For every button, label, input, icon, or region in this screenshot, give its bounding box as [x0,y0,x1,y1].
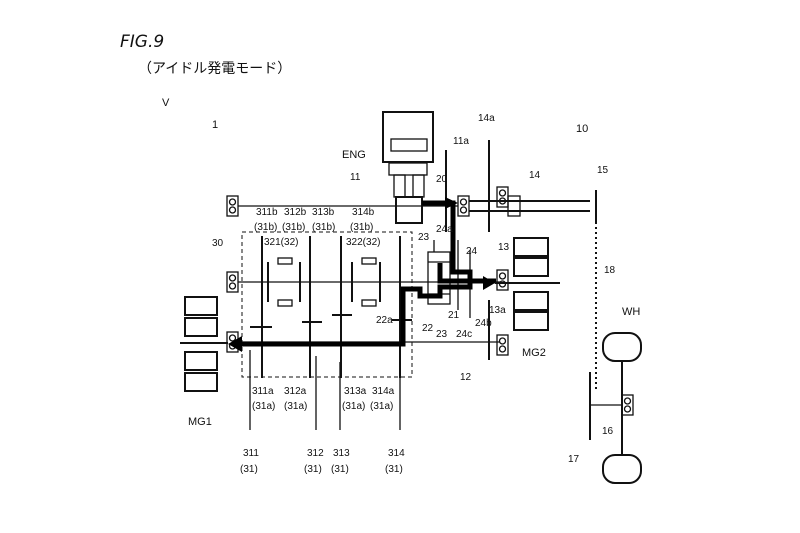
label-31a-4: (31a) [370,401,393,412]
label-30: 30 [212,238,224,249]
label-22a: 22a [376,315,393,326]
label-31-3: (31) [331,464,349,475]
label-23-top: 23 [418,232,430,243]
label-MG2: MG2 [522,347,546,359]
label-11a: 11a [453,136,469,147]
gear-set [250,236,412,378]
label-17: 17 [568,454,580,465]
label-312: 312 [307,448,324,459]
label-14a: 14a [478,113,495,124]
label-24c: 24c [456,329,472,340]
label-311a: 311a [252,386,274,397]
label-31a-2: (31a) [284,401,307,412]
sleeves [277,257,377,307]
label-1: 1 [212,119,218,131]
label-24a: 24a [436,224,453,235]
engine [382,111,434,224]
label-314b: 314b [352,207,375,218]
label-31b-2: (31b) [282,222,305,233]
label-311: 311 [243,448,259,459]
label-13a: 13a [489,305,506,316]
label-MG1: MG1 [188,416,212,428]
motor-generator-1 [180,296,228,392]
label-14: 14 [529,170,541,181]
label-322: 322(32) [346,237,380,248]
label-23-bottom: 23 [436,329,448,340]
label-ENG: ENG [342,149,366,161]
label-311b: 311b [256,207,278,218]
housing-30 [241,231,413,378]
label-31-4: (31) [385,464,403,475]
label-11: 11 [350,172,361,183]
label-24b: 24b [475,318,492,329]
label-314: 314 [388,448,405,459]
figure-number: FIG.9 [120,32,165,52]
label-21: 21 [448,310,460,321]
label-12: 12 [460,372,472,383]
label-18: 18 [604,265,616,276]
figure-subtitle: （アイドル発電モード） [138,61,292,77]
power-flow-path [228,197,496,352]
label-313b: 313b [312,207,335,218]
label-16: 16 [602,426,614,437]
label-WH: WH [622,306,640,318]
wheels [589,332,642,484]
label-V: V [162,97,170,109]
label-314a: 314a [372,386,395,397]
label-10: 10 [576,123,588,135]
label-20: 20 [436,174,448,185]
label-15: 15 [597,165,609,176]
label-31-1: (31) [240,464,258,475]
label-31a-1: (31a) [252,401,275,412]
label-313a: 313a [344,386,367,397]
label-31b-1: (31b) [254,222,277,233]
label-313: 313 [333,448,350,459]
label-13: 13 [498,242,510,253]
motor-generator-2 [495,237,560,331]
label-22: 22 [422,323,434,334]
label-312b: 312b [284,207,307,218]
label-31b-3: (31b) [312,222,335,233]
label-321: 321(32) [264,237,298,248]
label-31b-4: (31b) [350,222,373,233]
output-gears [445,140,597,360]
leader-lines [249,350,401,430]
label-24: 24 [466,246,478,257]
label-31a-3: (31a) [342,401,365,412]
label-31-2: (31) [304,464,322,475]
label-312a: 312a [284,386,307,397]
